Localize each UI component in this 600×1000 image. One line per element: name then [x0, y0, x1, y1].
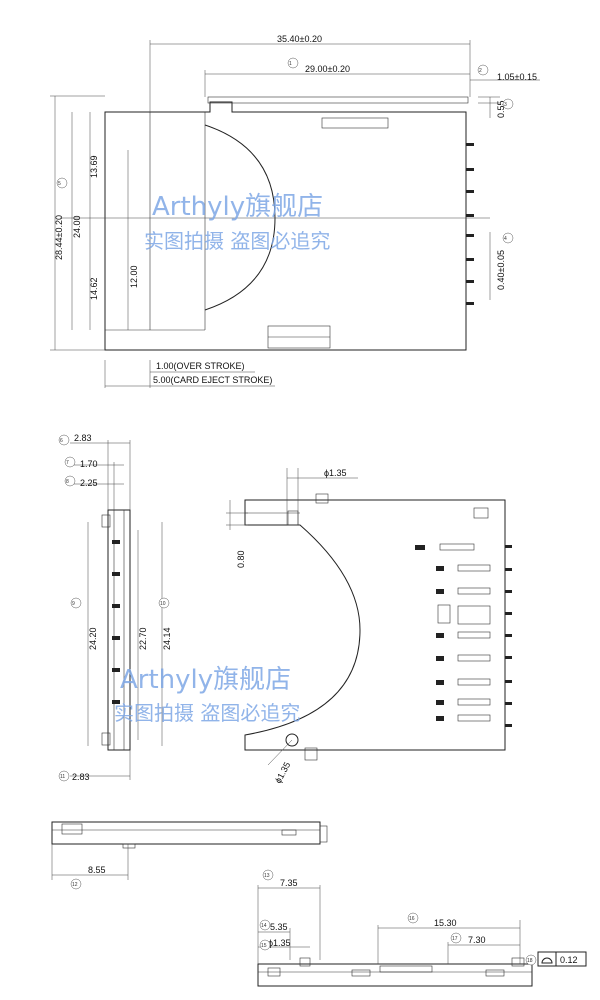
svg-text:16: 16: [409, 916, 415, 922]
dim-side-height: 2.83: [74, 433, 92, 443]
dim-front-d: 7.30: [468, 935, 486, 945]
svg-text:17: 17: [452, 936, 458, 942]
watermark-notice-2: 实图拍摄 盗图必追究: [114, 701, 300, 725]
dim-front-a: 7.35: [280, 878, 298, 888]
svg-text:18: 18: [527, 958, 533, 964]
watermark-store-name-2: Arthyly旗舰店: [120, 665, 291, 695]
front-view: [257, 885, 587, 987]
dim-overall-length: 35.40±0.20: [277, 34, 322, 44]
svg-text:13: 13: [264, 873, 270, 879]
svg-text:11: 11: [60, 774, 65, 780]
dim-side-bottom: 2.83: [72, 772, 90, 782]
svg-text:9: 9: [72, 601, 75, 607]
balloons: 1 2 3 4 5 6 7 8 9 10 11 12 13 14 15 16 1…: [56, 57, 537, 966]
svg-text:7: 7: [66, 460, 69, 466]
dim-side-outer: 24.14: [162, 627, 172, 650]
dim-front-hole: ϕ1.35: [268, 938, 291, 948]
contact-pins-right: [466, 143, 474, 305]
dim-pin-width: 0.40±0.05: [496, 250, 506, 290]
bottom-pins-right: [505, 545, 512, 727]
dim-body-length: 29.00±0.20: [305, 64, 350, 74]
svg-text:12: 12: [72, 882, 78, 888]
svg-text:2: 2: [479, 68, 482, 74]
dim-front-c: 15.30: [434, 918, 457, 928]
bottom-contact-pads: [415, 543, 491, 722]
dim-side-gap-b: 2.25: [80, 478, 98, 488]
dim-lower-half: 14.62: [89, 277, 99, 300]
label-over-stroke: 1.00(OVER STROKE): [156, 361, 245, 371]
top-view: [50, 40, 540, 388]
label-eject-stroke: 5.00(CARD EJECT STROKE): [153, 375, 272, 385]
svg-text:1: 1: [289, 61, 292, 67]
svg-text:5: 5: [58, 181, 61, 187]
side-contacts: [112, 540, 120, 704]
dim-card-depth: 12.00: [129, 265, 139, 288]
dim-side-inner: 22.70: [138, 627, 148, 650]
dim-lower-offset: 8.55: [88, 865, 106, 875]
flatness-tolerance: 0.12: [560, 955, 578, 965]
side-view: [70, 440, 163, 780]
dim-hole-dia-top: ϕ1.35: [324, 468, 347, 478]
lower-side-view: [51, 821, 328, 880]
dim-overall-width: 28.44±0.20: [54, 215, 64, 260]
dim-slot-width: 24.00: [72, 215, 82, 238]
svg-text:3: 3: [504, 102, 507, 108]
dim-side-contact-span: 24.20: [88, 627, 98, 650]
svg-text:6: 6: [60, 438, 63, 444]
svg-text:14: 14: [261, 923, 267, 929]
svg-text:10: 10: [160, 601, 166, 607]
svg-text:4: 4: [504, 236, 507, 242]
dim-pin-offset: 1.05±0.15: [497, 72, 537, 82]
dim-side-gap-a: 1.70: [80, 459, 98, 469]
dim-hole-dia-bottom: ϕ1.35: [273, 760, 292, 785]
dim-upper-half: 13.69: [89, 155, 99, 178]
bottom-view: [226, 468, 512, 766]
dim-pin-gap: 0.55: [496, 100, 506, 118]
watermark-store-name: Arthyly旗舰店: [152, 192, 323, 222]
svg-text:15: 15: [261, 943, 267, 949]
dim-front-b: 5.35: [270, 922, 288, 932]
dim-offset: 0.80: [236, 550, 246, 568]
svg-text:8: 8: [66, 479, 69, 485]
watermark-notice: 实图拍摄 盗图必追究: [144, 229, 330, 253]
